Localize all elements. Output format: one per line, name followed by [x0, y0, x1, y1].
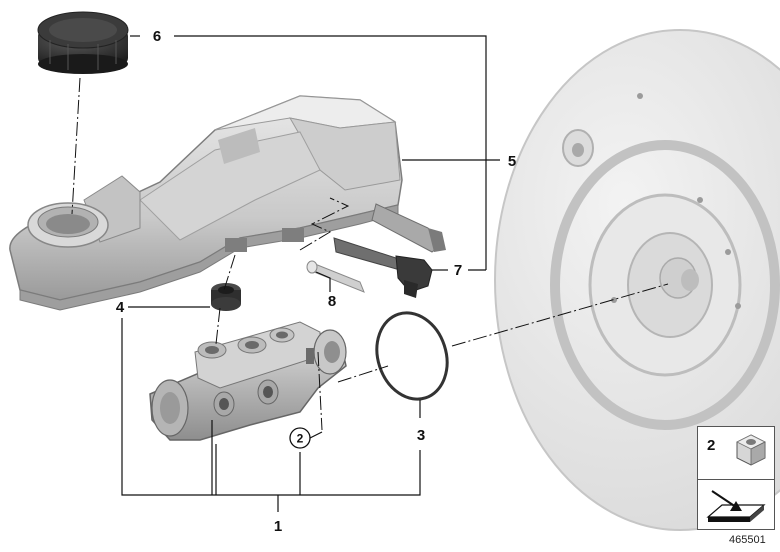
legend-divider	[698, 479, 774, 480]
brake-master-cylinder	[149, 321, 347, 441]
hex-nut-icon	[736, 434, 766, 466]
fluid-level-sensor	[333, 237, 433, 298]
o-ring	[375, 311, 449, 401]
callout-2-circled: 2	[289, 427, 311, 449]
assembly-note-icon	[706, 490, 766, 522]
reservoir-grommet	[211, 283, 241, 311]
leader-lines	[121, 35, 500, 512]
callout-5: 5	[508, 153, 516, 170]
reservoir-cap	[37, 11, 129, 74]
callout-1: 1	[274, 518, 282, 535]
expansion-tank	[9, 95, 446, 311]
callout-7: 7	[454, 262, 462, 279]
callout-6: 6	[153, 28, 161, 45]
callout-4: 4	[116, 299, 125, 316]
callout-8: 8	[328, 293, 336, 310]
sensor-pin	[306, 260, 365, 293]
callout-3: 3	[417, 427, 425, 444]
legend-part-number: 2	[707, 437, 716, 454]
center-lines	[71, 77, 669, 431]
callout-2: 2	[297, 432, 304, 446]
parts-legend: 2	[697, 426, 775, 530]
diagram-id: 465501	[729, 534, 766, 546]
